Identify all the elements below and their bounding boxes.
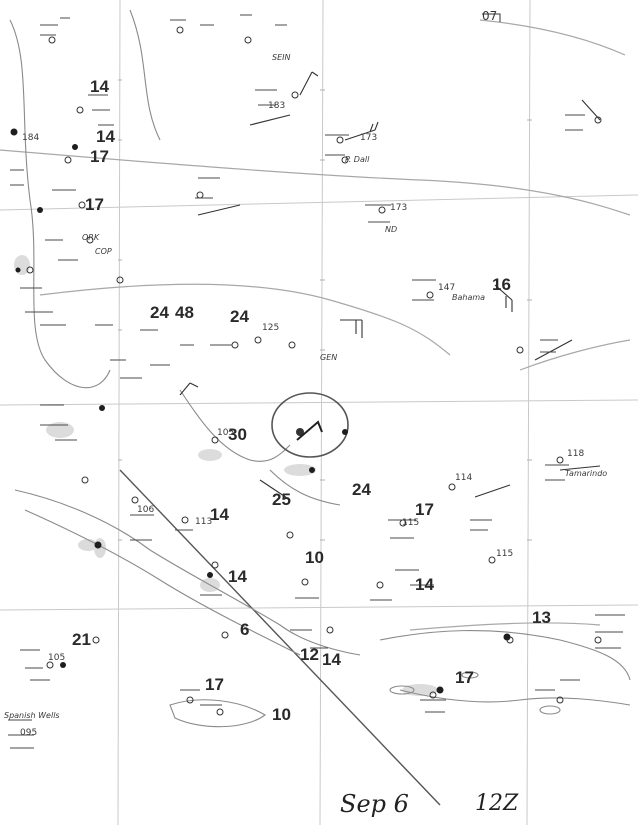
pressure-value: 147	[438, 283, 455, 293]
grid-ticks	[118, 79, 532, 541]
storm-track-line	[119, 469, 441, 806]
isotach-label: 14	[228, 567, 247, 586]
isotach-label: 14	[322, 650, 341, 669]
isotach-label: 12	[300, 645, 319, 664]
pressure-value: 095	[20, 728, 37, 738]
isotach-label: 21	[72, 630, 91, 649]
isotach-label: 6	[240, 620, 249, 639]
map-time: 12Z	[475, 791, 519, 816]
isotach-label: 24	[352, 480, 371, 499]
isotach-label: 14	[96, 127, 115, 146]
filled-stations	[10, 128, 511, 694]
map-date: Sep 6	[340, 790, 409, 818]
isotach-label: 17	[415, 500, 434, 519]
isotach-label: 48	[175, 303, 194, 322]
station-names: SEIN P. Dall ND Bahama Tamarindo Spanish…	[4, 53, 607, 720]
shading-smudges	[14, 255, 438, 696]
isotach-label: 25	[272, 490, 291, 509]
station-name: Spanish Wells	[4, 711, 60, 720]
isotach-label: 17	[85, 195, 104, 214]
isotach-label: 14	[90, 77, 109, 96]
isotach-label: 17	[90, 147, 109, 166]
station-name: ND	[385, 225, 397, 234]
pressure-value: 115	[496, 549, 513, 559]
pressure-value: 114	[455, 473, 472, 483]
pressure-value: 105	[48, 653, 65, 663]
corner-mark-line	[482, 13, 501, 22]
pressure-value: 105	[217, 428, 234, 438]
pressure-value: 113	[195, 517, 212, 527]
plot-scribbles	[8, 14, 625, 749]
isotach-label: 10	[305, 548, 324, 567]
station-name: P. Dall	[345, 155, 370, 164]
pressure-value: 184	[22, 133, 39, 143]
station-name: COP	[95, 247, 112, 256]
isotach-label: 13	[532, 608, 551, 627]
isotach-numbers: 14 17 17 14 24 48 24 30 25 24 17 14 14 1…	[72, 77, 551, 724]
isobar-lines	[0, 19, 631, 631]
isotach-label: 14	[415, 575, 434, 594]
pressure-value: 183	[268, 101, 285, 111]
station-name: Bahama	[452, 293, 485, 302]
isotach-label: 24	[150, 303, 169, 322]
pressure-value: 118	[567, 449, 584, 459]
pressure-values: 184 173 183 173 147 115 106 113 118 115 …	[20, 101, 584, 738]
pressure-value: 115	[402, 518, 419, 528]
isotach-label: 24	[230, 307, 249, 326]
isotach-label: 17	[205, 675, 224, 694]
station-name: SEIN	[272, 53, 290, 62]
pressure-value: 106	[137, 505, 154, 515]
wind-barbs	[179, 71, 601, 501]
coastline	[9, 9, 631, 728]
station-name: ORK	[82, 233, 100, 242]
pressure-value: 173	[390, 203, 407, 213]
pressure-value: 173	[360, 133, 377, 143]
station-name: Tamarindo	[565, 469, 607, 478]
isotach-label: 17	[455, 668, 474, 687]
corner-mark: 07	[482, 9, 497, 23]
hurricane-center	[271, 392, 349, 458]
isotach-label: 10	[272, 705, 291, 724]
isotach-label: 16	[492, 275, 511, 294]
pressure-value: 125	[262, 323, 279, 333]
station-name: GEN	[320, 353, 337, 362]
isotach-label: 14	[210, 505, 229, 524]
isotach-label: 30	[228, 425, 247, 444]
